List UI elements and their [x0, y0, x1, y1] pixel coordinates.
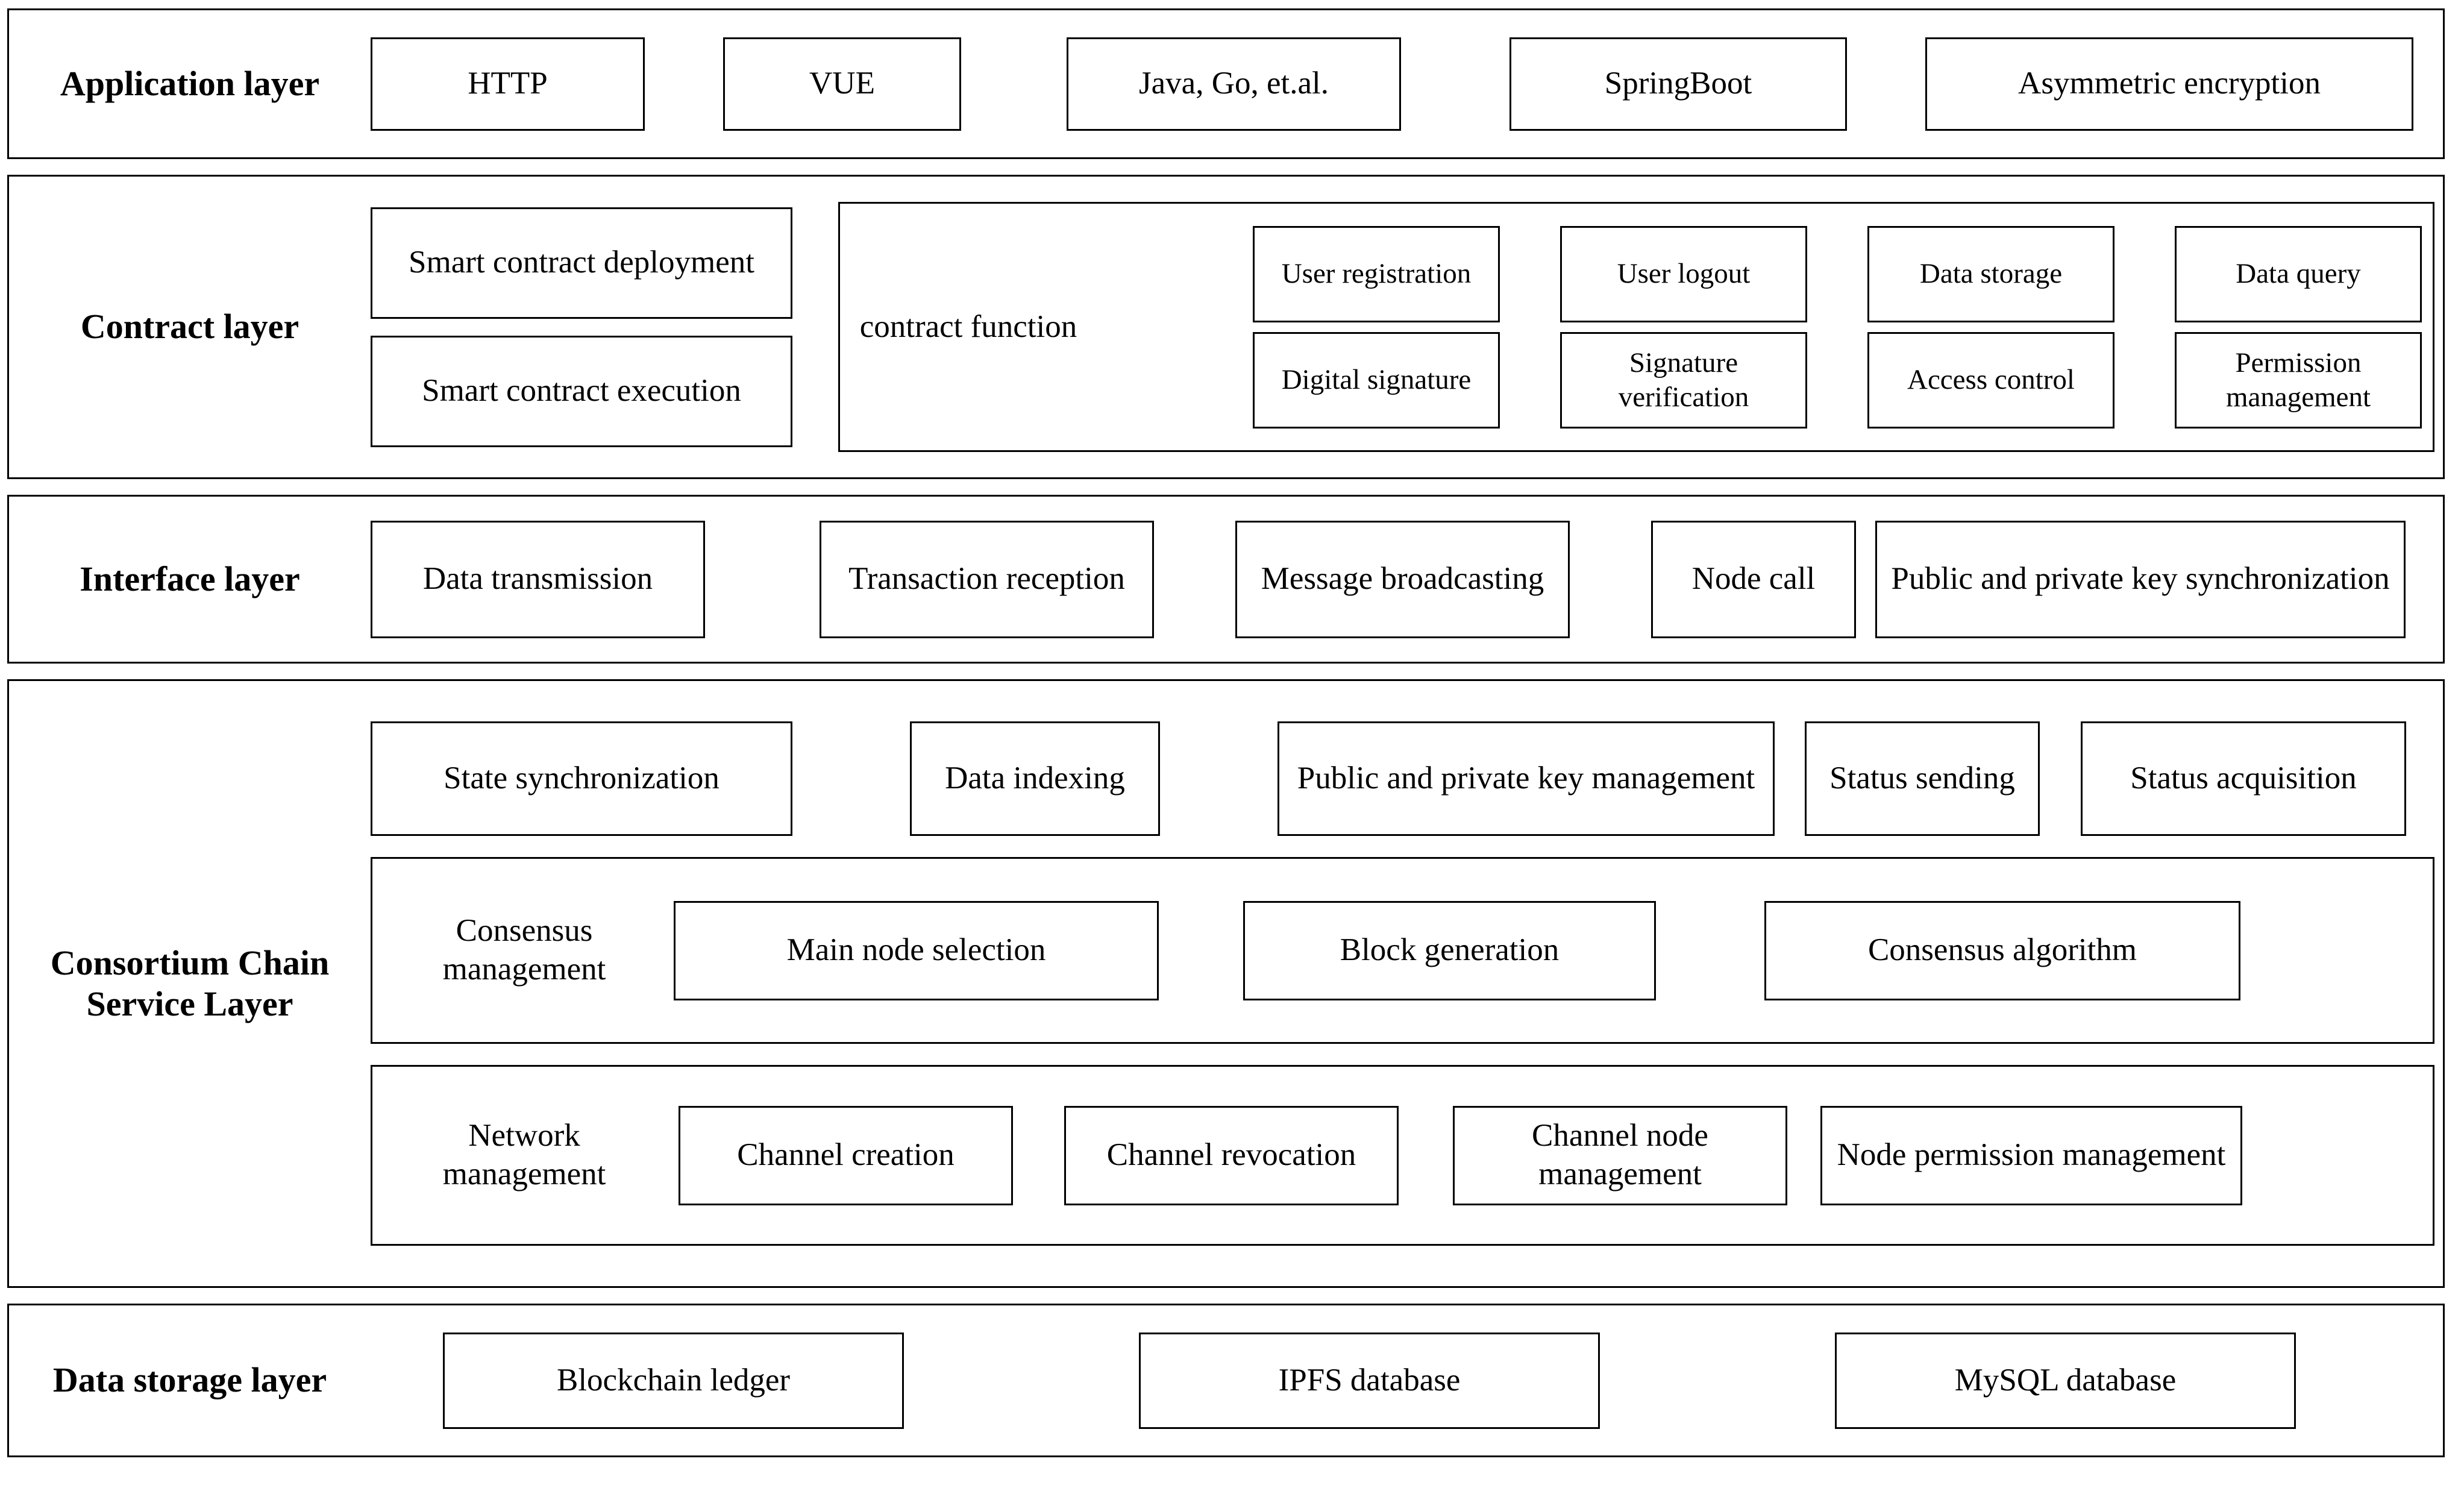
app-box-http[interactable]: HTTP — [371, 37, 645, 131]
consensus-box-main-node-selection[interactable]: Main node selection — [674, 900, 1159, 1000]
contract-layer-label: Contract layer — [80, 307, 299, 347]
contract-left-column: Smart contract deployment Smart contract… — [371, 207, 792, 447]
fn-box-access-control[interactable]: Access control — [1867, 331, 2114, 429]
fn-box-data-query[interactable]: Data query — [2175, 225, 2422, 322]
app-box-java[interactable]: Java, Go, et.al. — [1067, 37, 1401, 131]
consensus-box-consensus-algorithm[interactable]: Consensus algorithm — [1764, 900, 2240, 1000]
fn-box-signature-verification[interactable]: Signature verification — [1560, 331, 1807, 429]
network-box-channel-node-management[interactable]: Channel node management — [1453, 1105, 1787, 1205]
fn-box-data-storage[interactable]: Data storage — [1867, 225, 2114, 322]
contract-box-execution[interactable]: Smart contract execution — [371, 335, 792, 447]
app-box-vue[interactable]: VUE — [723, 37, 961, 131]
storage-box-blockchain-ledger[interactable]: Blockchain ledger — [443, 1332, 904, 1429]
fn-box-digital-signature[interactable]: Digital signature — [1253, 331, 1500, 429]
consortium-box-status-sending[interactable]: Status sending — [1805, 721, 2040, 836]
app-box-asymmetric-encryption[interactable]: Asymmetric encryption — [1925, 37, 2413, 131]
consortium-layer-label: Consortium Chain Service Layer — [50, 943, 330, 1023]
interface-layer-body: Data transmission Transaction reception … — [371, 497, 2443, 662]
application-layer: Application layer HTTP VUE Java, Go, et.… — [7, 8, 2445, 159]
contract-function-label: contract function — [859, 309, 1077, 344]
application-layer-body: HTTP VUE Java, Go, et.al. SpringBoot Asy… — [371, 10, 2443, 157]
consortium-box-data-indexing[interactable]: Data indexing — [910, 721, 1160, 836]
consortium-box-state-synchronization[interactable]: State synchronization — [371, 721, 792, 836]
contract-layer-body: Smart contract deployment Smart contract… — [371, 177, 2443, 477]
application-layer-label: Application layer — [60, 63, 320, 103]
interface-box-key-synchronization[interactable]: Public and private key synchronization — [1875, 520, 2406, 638]
consensus-management-label: Consensus management — [442, 913, 606, 987]
interface-box-node-call[interactable]: Node call — [1651, 520, 1856, 638]
consensus-management-group: Consensus management Main node selection… — [371, 857, 2434, 1044]
fn-box-user-registration[interactable]: User registration — [1253, 225, 1500, 322]
consensus-box-block-generation[interactable]: Block generation — [1243, 900, 1656, 1000]
network-box-channel-revocation[interactable]: Channel revocation — [1064, 1105, 1399, 1205]
contract-layer: Contract layer Smart contract deployment… — [7, 175, 2445, 479]
contract-function-grid: User registration User logout Data stora… — [1086, 225, 2422, 429]
contract-function-group: contract function User registration User… — [838, 202, 2434, 452]
app-box-springboot[interactable]: SpringBoot — [1509, 37, 1847, 131]
data-storage-layer: Data storage layer Blockchain ledger IPF… — [7, 1304, 2445, 1457]
storage-box-mysql-database[interactable]: MySQL database — [1835, 1332, 2296, 1429]
data-storage-layer-body: Blockchain ledger IPFS database MySQL da… — [371, 1305, 2443, 1455]
network-management-group: Network management Channel creation Chan… — [371, 1065, 2434, 1246]
network-box-channel-creation[interactable]: Channel creation — [679, 1105, 1013, 1205]
data-storage-layer-label: Data storage layer — [52, 1360, 327, 1400]
consortium-row-services: State synchronization Data indexing Publ… — [371, 721, 2434, 836]
storage-box-ipfs-database[interactable]: IPFS database — [1139, 1332, 1600, 1429]
network-management-label: Network management — [442, 1118, 606, 1191]
consortium-box-status-acquisition[interactable]: Status acquisition — [2081, 721, 2406, 836]
interface-box-data-transmission[interactable]: Data transmission — [371, 520, 705, 638]
consortium-chain-service-layer: Consortium Chain Service Layer State syn… — [7, 679, 2445, 1288]
interface-layer: Interface layer Data transmission Transa… — [7, 495, 2445, 664]
interface-box-message-broadcasting[interactable]: Message broadcasting — [1235, 520, 1570, 638]
network-box-node-permission-management[interactable]: Node permission management — [1820, 1105, 2242, 1205]
contract-box-deployment[interactable]: Smart contract deployment — [371, 207, 792, 319]
consortium-layer-body: State synchronization Data indexing Publ… — [371, 681, 2443, 1286]
consortium-box-key-management[interactable]: Public and private key management — [1277, 721, 1775, 836]
interface-box-transaction-reception[interactable]: Transaction reception — [820, 520, 1154, 638]
fn-box-user-logout[interactable]: User logout — [1560, 225, 1807, 322]
fn-box-permission-management[interactable]: Permission management — [2175, 331, 2422, 429]
interface-layer-label: Interface layer — [80, 559, 300, 598]
